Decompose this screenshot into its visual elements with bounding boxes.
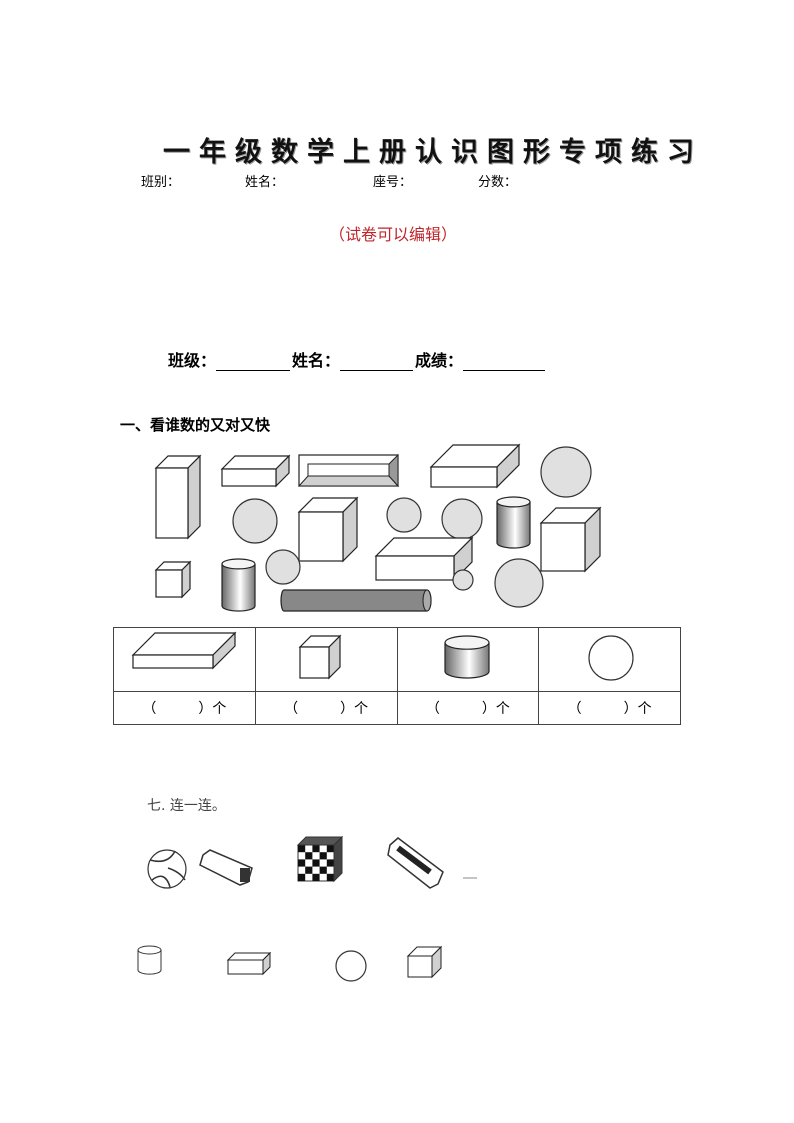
checker-square: [319, 852, 327, 860]
checker-square: [305, 852, 313, 860]
name-label: 姓名：: [245, 175, 285, 190]
cuboid-shape: [227, 959, 264, 975]
wide-cuboid: [430, 466, 498, 488]
small-cube: [155, 569, 183, 598]
class-blank[interactable]: [216, 354, 291, 371]
volleyball-icon: [147, 849, 187, 889]
cuboid-count[interactable]: （ ）个: [113, 691, 256, 725]
frame-cuboid-bottom: [297, 475, 400, 487]
box-print: [396, 845, 432, 875]
long-cylinder: [280, 589, 432, 612]
long-cylinder-end: [422, 589, 432, 612]
checker-square: [298, 845, 306, 853]
cube-shape: [407, 955, 433, 978]
checker-square: [312, 859, 320, 867]
cylinder-shape-top: [137, 945, 162, 955]
checker-square: [326, 859, 334, 867]
flat-cuboid: [221, 468, 277, 487]
section7-heading: 七. 连一连。: [147, 798, 226, 814]
cylinder-1: [496, 501, 531, 549]
tall-cuboid-side: [187, 454, 201, 540]
cube-2: [540, 522, 586, 572]
checker-square: [312, 845, 320, 853]
cylinder-2: [221, 563, 256, 612]
cylinder-shape: [137, 950, 162, 975]
score-label: 分数：: [478, 175, 518, 190]
sphere-count[interactable]: （ ）个: [538, 691, 681, 725]
sphere-7: [494, 558, 544, 608]
cylinder-2-top: [221, 558, 256, 570]
cylinder-1-top: [496, 496, 531, 508]
editable-note: （试卷可以编辑）: [329, 225, 458, 244]
checker-square: [298, 873, 306, 881]
cube-1: [298, 511, 344, 562]
cuboid-3: [375, 555, 455, 581]
sphere-3: [386, 497, 422, 533]
sphere-shape: [335, 950, 367, 982]
volleyball-lines: [149, 850, 186, 888]
class-field-label: 班级：: [168, 351, 217, 370]
name-blank[interactable]: [340, 354, 414, 371]
sphere-4: [441, 498, 483, 540]
grade-field-label: 成绩：: [415, 351, 464, 370]
seat-label: 座号：: [373, 175, 413, 190]
checkered-cube-side: [333, 835, 343, 883]
sphere-6: [452, 569, 474, 591]
class-label: 班别：: [141, 175, 181, 190]
name-field-label: 姓名：: [292, 351, 341, 370]
checker-square: [319, 866, 327, 874]
cuboid-cell: [113, 627, 256, 692]
checker-square: [326, 845, 334, 853]
page-title: 一年级数学上册认识图形专项练习: [163, 137, 703, 168]
frame-cuboid-inner: [307, 463, 390, 477]
sphere-2: [232, 498, 278, 544]
checker-square: [298, 859, 306, 867]
cube-cell: [254, 627, 398, 692]
cylinder-cell: [396, 627, 540, 692]
checker-square: [312, 873, 320, 881]
roll-end: [240, 868, 250, 882]
sphere-cell: [538, 627, 681, 692]
student-fields: 班级： 姓名： 成绩：: [168, 347, 547, 371]
grade-blank[interactable]: [463, 354, 546, 371]
count-table: （ ）个 （ ）个 （ ）个 （ ）个: [113, 627, 681, 725]
checker-square: [305, 866, 313, 874]
sphere-1: [540, 446, 592, 498]
cylinder-count[interactable]: （ ）个: [396, 691, 540, 725]
cube-count[interactable]: （ ）个: [254, 691, 398, 725]
sphere-5: [265, 549, 301, 585]
section1-heading: 一、看谁数的又对又快: [120, 416, 271, 434]
tall-cuboid: [155, 467, 189, 539]
checker-square: [326, 873, 334, 881]
